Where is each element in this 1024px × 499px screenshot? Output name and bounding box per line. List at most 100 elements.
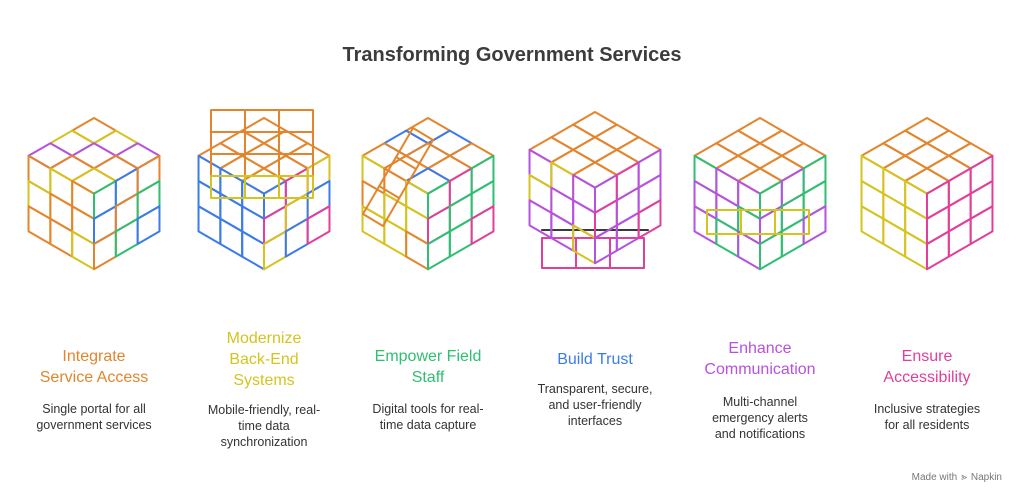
cube-facet	[405, 117, 451, 145]
cube-facet	[528, 136, 575, 164]
cube-facet	[383, 217, 408, 258]
cube-facet	[693, 142, 740, 170]
rubiks-cube-icon	[353, 110, 503, 290]
made-with-label: Made with	[911, 472, 958, 483]
cube-facet	[550, 123, 596, 151]
cube-facet	[594, 123, 640, 151]
cube-graphic	[860, 117, 994, 271]
brand-name: Napkin	[970, 472, 1002, 483]
step-description-line: Mobile-friendly, real-	[207, 403, 321, 417]
cube-facet	[136, 205, 161, 245]
cube-facet	[575, 237, 611, 269]
cube-facet	[470, 205, 495, 245]
cube-facet	[241, 230, 265, 271]
step-title-line: Integrate	[62, 348, 126, 365]
cube-facet	[306, 205, 331, 245]
cube-facet	[49, 217, 74, 258]
step-title-line: Ensure	[901, 348, 953, 365]
cube-facet	[737, 167, 783, 195]
cube-facet	[219, 154, 265, 182]
cube-facet	[860, 142, 907, 170]
cube-facet	[278, 175, 314, 199]
step-description-line: time data	[238, 419, 290, 433]
step-description-line: Digital tools for real-	[372, 402, 484, 416]
cube-graphic	[528, 111, 662, 269]
step-description: Digital tools for real-time data capture	[348, 401, 508, 433]
rubiks-cube-icon	[685, 110, 835, 290]
cube-facet	[780, 217, 805, 258]
page-title: Transforming Government Services	[342, 44, 682, 66]
cube-facet	[405, 230, 429, 271]
step-title-line: Empower Field	[374, 348, 482, 365]
napkin-logo-icon: ⪢	[961, 472, 967, 483]
cube-facet	[219, 217, 244, 258]
step-title-line: Communication	[704, 361, 816, 378]
cube-facet	[926, 154, 972, 182]
step-description-line: interfaces	[567, 414, 623, 428]
rubiks-cube-icon	[189, 109, 339, 290]
step-description-line: Inclusive strategies	[873, 402, 981, 416]
step-title-line: Staff	[411, 369, 445, 386]
cube-facet	[882, 154, 928, 182]
step-description-line: emergency alerts	[712, 411, 808, 425]
cube-facet	[263, 230, 287, 271]
cube-graphic	[197, 109, 331, 271]
cube-facet	[615, 211, 640, 252]
cube-facet	[114, 142, 161, 170]
cube-facet	[774, 209, 810, 235]
cube-facet	[284, 142, 331, 170]
cube-facet	[395, 156, 417, 170]
rubiks-cube-icon	[19, 110, 169, 290]
cube-facet	[263, 129, 309, 157]
cube-facet	[448, 142, 495, 170]
cube-facet	[219, 129, 265, 157]
cube-facet	[71, 142, 117, 170]
cube-facet	[860, 205, 885, 245]
cube-facet	[594, 224, 618, 265]
step-title-line: Back-End	[229, 351, 299, 368]
cube-facet	[550, 148, 596, 176]
cube-facet	[737, 230, 761, 271]
cube-facet	[947, 142, 994, 170]
cube-facet	[594, 148, 640, 176]
cube-facet	[197, 142, 244, 170]
cube-facet	[926, 230, 950, 271]
step-title-line: Build Trust	[557, 351, 633, 368]
cube-facet	[550, 211, 575, 252]
cube-facet	[71, 167, 117, 195]
rubiks-cube-icon	[520, 110, 670, 290]
cube-facet	[49, 129, 95, 157]
cube-facet	[71, 117, 117, 145]
cube-facet	[263, 154, 309, 182]
step-description-line: Transparent, secure,	[537, 382, 653, 396]
cube-facet	[780, 142, 827, 170]
step-description-line: Multi-channel	[722, 395, 798, 409]
cube-facet	[93, 230, 117, 271]
cube-facet	[27, 205, 52, 245]
footer-credit: Made with ⪢ Napkin	[912, 472, 1002, 483]
cube-facet	[609, 237, 645, 269]
cube-facet	[637, 199, 662, 239]
cube-facet	[759, 129, 805, 157]
step-title-line: Accessibility	[883, 369, 971, 386]
cube-facet	[737, 117, 783, 145]
cube-facet	[244, 153, 280, 177]
cube-facet	[93, 129, 139, 157]
cube-facet	[197, 205, 222, 245]
cube-facet	[715, 217, 740, 258]
cube-facet	[383, 129, 429, 157]
cube-facet	[405, 167, 451, 195]
step-title-line: Systems	[233, 372, 295, 389]
cube-facet	[93, 154, 139, 182]
cube-facet	[210, 131, 246, 155]
cube-facet	[802, 205, 827, 245]
cube-facet	[693, 205, 718, 245]
